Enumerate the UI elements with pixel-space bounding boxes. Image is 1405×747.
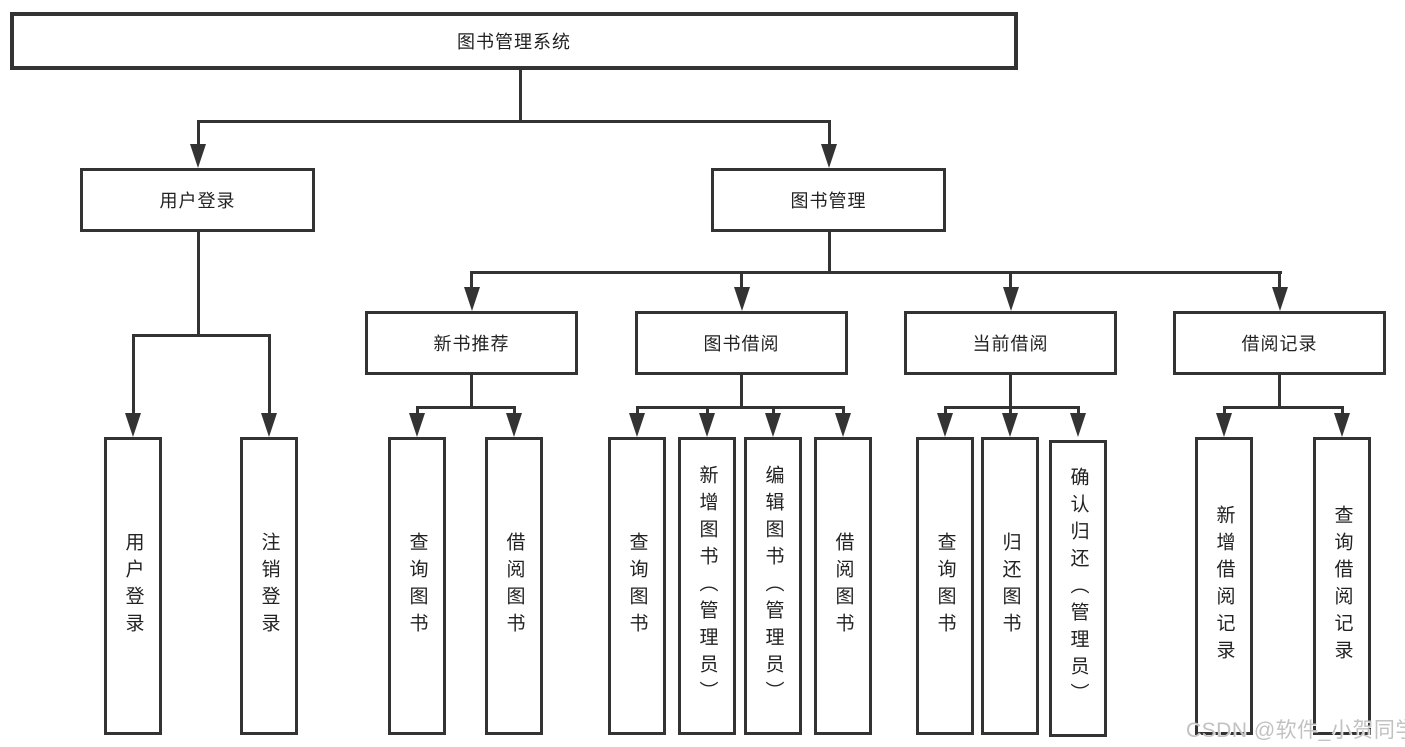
connector-stem xyxy=(635,406,639,416)
connector-stub xyxy=(740,375,743,406)
connector-stub xyxy=(470,375,473,406)
connector-book-mgmt-stub xyxy=(827,232,831,271)
connector-level3-horizontal xyxy=(469,271,1282,274)
node-leaf-borrow-books: 借阅图书 xyxy=(814,437,872,735)
node-label: 借阅记录 xyxy=(1241,334,1318,354)
node-label: 查询图书 xyxy=(626,532,648,640)
arrow-down-icon xyxy=(261,413,277,437)
arrow-down-icon xyxy=(1002,287,1019,311)
connector-stem xyxy=(470,271,473,289)
node-leaf-query-books-borrowing: 查询图书 xyxy=(608,437,666,735)
node-leaf-query-books-recommend: 查询图书 xyxy=(388,437,446,735)
node-label: 图书管理系统 xyxy=(457,32,571,52)
node-leaf-add-borrow-record: 新增借阅记录 xyxy=(1195,437,1253,735)
connector-stem xyxy=(705,406,709,416)
node-label: 查询借阅记录 xyxy=(1331,505,1353,667)
watermark: CSDN @软件_小贺同学 xyxy=(1186,719,1405,742)
node-leaf-logout: 注销登录 xyxy=(240,437,298,735)
node-label: 借阅图书 xyxy=(832,532,854,640)
node-leaf-add-books-admin: 新增图书（管理员） xyxy=(678,437,736,735)
connector-stem xyxy=(131,334,135,415)
node-book-borrowing: 图书借阅 xyxy=(635,311,848,375)
arrow-down-icon xyxy=(765,413,781,437)
node-book-management: 图书管理 xyxy=(711,168,946,232)
node-label: 编辑图书（管理员） xyxy=(762,464,784,708)
arrow-down-icon xyxy=(1271,287,1288,311)
node-new-book-recommendation: 新书推荐 xyxy=(365,311,578,375)
connector-horizontal xyxy=(1222,406,1344,409)
arrow-down-icon xyxy=(821,144,837,168)
node-leaf-edit-books-admin: 编辑图书（管理员） xyxy=(744,437,802,735)
connector-stub xyxy=(1009,375,1012,406)
node-leaf-return-books: 归还图书 xyxy=(981,437,1039,735)
node-leaf-query-books-current: 查询图书 xyxy=(916,437,974,735)
node-leaf-user-login: 用户登录 xyxy=(104,437,162,735)
connector-stem xyxy=(415,406,419,416)
connector-stem xyxy=(1340,406,1344,416)
node-leaf-confirm-return-admin: 确认归还（管理员） xyxy=(1049,440,1107,737)
node-borrowing-records: 借阅记录 xyxy=(1173,311,1386,375)
arrow-down-icon xyxy=(629,413,645,437)
arrow-down-icon xyxy=(1216,413,1232,437)
arrow-down-icon xyxy=(506,413,522,437)
arrow-down-icon xyxy=(1002,413,1018,437)
node-label: 查询图书 xyxy=(406,532,428,640)
arrow-down-icon xyxy=(937,413,953,437)
arrow-down-icon xyxy=(409,413,425,437)
connector-horizontal xyxy=(415,406,516,409)
connector-user-login-stub xyxy=(196,232,200,334)
connector-stub xyxy=(1278,375,1281,406)
connector-horizontal xyxy=(635,406,845,409)
connector-stem xyxy=(827,120,831,148)
arrow-down-icon xyxy=(190,144,206,168)
connector-horizontal xyxy=(943,406,1080,409)
node-leaf-borrow-books-recommend: 借阅图书 xyxy=(485,437,543,735)
node-label: 归还图书 xyxy=(999,532,1021,640)
connector-stem xyxy=(1278,271,1281,289)
node-label: 新书推荐 xyxy=(433,334,510,354)
connector-level2-horizontal xyxy=(196,120,831,123)
arrow-down-icon xyxy=(733,287,750,311)
connector-stem xyxy=(1009,271,1012,289)
connector-stem xyxy=(740,271,743,289)
node-label: 用户登录 xyxy=(159,191,236,211)
node-label: 确认归还（管理员） xyxy=(1067,467,1089,710)
node-label: 当前借阅 xyxy=(972,334,1049,354)
node-label: 图书借阅 xyxy=(703,334,780,354)
connector-root-stub xyxy=(518,70,522,123)
connector-stem xyxy=(267,334,271,415)
node-label: 新增图书（管理员） xyxy=(696,464,718,708)
node-label: 查询图书 xyxy=(934,532,956,640)
node-user-login: 用户登录 xyxy=(80,168,315,232)
node-label: 图书管理 xyxy=(790,191,867,211)
arrow-down-icon xyxy=(463,287,480,311)
connector-stem xyxy=(196,120,200,148)
connector-stem xyxy=(943,406,947,416)
connector-stem xyxy=(1076,406,1080,416)
arrow-down-icon xyxy=(699,413,715,437)
connector-stem xyxy=(1222,406,1226,416)
connector-stem xyxy=(512,406,516,416)
node-label: 用户登录 xyxy=(122,532,144,640)
node-label: 借阅图书 xyxy=(503,532,525,640)
node-current-borrowing: 当前借阅 xyxy=(904,311,1117,375)
node-leaf-query-borrow-record: 查询借阅记录 xyxy=(1313,437,1371,735)
connector-user-login-horizontal xyxy=(131,334,271,337)
connector-stem xyxy=(1008,406,1012,416)
connector-stem xyxy=(771,406,775,416)
arrow-down-icon xyxy=(835,413,851,437)
node-library-management-system: 图书管理系统 xyxy=(10,12,1018,70)
connector-stem xyxy=(841,406,845,416)
arrow-down-icon xyxy=(1334,413,1350,437)
arrow-down-icon xyxy=(125,413,141,437)
arrow-down-icon xyxy=(1070,413,1086,437)
node-label: 新增借阅记录 xyxy=(1213,505,1235,667)
node-label: 注销登录 xyxy=(258,532,280,640)
